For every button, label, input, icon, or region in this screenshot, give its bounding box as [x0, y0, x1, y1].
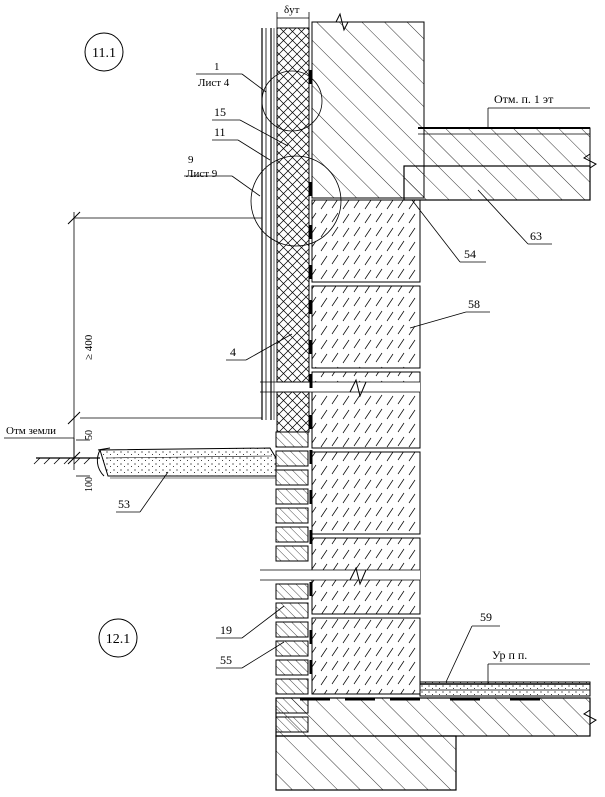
brick [275, 526, 309, 543]
callout-53: 53 [116, 471, 169, 513]
blind-area [33, 447, 277, 479]
dim-insulation-label: δут [284, 4, 300, 16]
label-4: 4 [230, 345, 236, 359]
brick [275, 678, 309, 695]
callout-59: 59 [445, 610, 500, 683]
label-58: 58 [468, 297, 480, 311]
callout-ref1: 1 Лист 4 [196, 61, 267, 93]
ref9-sheet: Лист 9 [186, 168, 218, 180]
label-53: 53 [118, 497, 130, 511]
label-54: 54 [464, 247, 476, 261]
section-lower-label: 12.1 [106, 632, 131, 647]
dim-blind-area: 50 [84, 430, 95, 440]
dim-insulation: δут [276, 4, 310, 28]
callout-63: 63 [477, 189, 552, 245]
label-63: 63 [530, 229, 542, 243]
brick [275, 469, 309, 486]
callout-ref9: 9 Лист 9 [184, 154, 261, 197]
footing [275, 697, 597, 791]
brick [275, 640, 309, 657]
label-11: 11 [214, 125, 226, 139]
callout-54: 54 [411, 199, 486, 263]
brick [275, 488, 309, 505]
first-floor-level-label: Отм. п. 1 эт [494, 92, 554, 106]
detail-circle-1 [261, 70, 323, 132]
ground-level-marker: Отм земли [4, 425, 75, 458]
brick-plinth [275, 431, 309, 733]
callout-15: 15 [212, 105, 289, 147]
label-55: 55 [220, 653, 232, 667]
section-marker-upper: 11.1 [84, 32, 124, 72]
brick [275, 602, 309, 619]
section-marker-lower: 12.1 [98, 618, 138, 658]
section-upper-label: 11.1 [92, 46, 116, 61]
first-floor-level-marker: Отм. п. 1 эт [487, 92, 590, 128]
label-15: 15 [214, 105, 226, 119]
callout-58: 58 [409, 297, 490, 329]
ref9-number: 9 [188, 154, 194, 166]
dim-height: ≥ 400 50 100 [67, 211, 262, 492]
ref1-number: 1 [214, 61, 220, 73]
dim-min-height: ≥ 400 [83, 334, 95, 360]
basement-level-marker: Ур п п. [487, 648, 590, 684]
brick [275, 545, 309, 562]
insulation-layer [261, 27, 313, 674]
basement-floor [419, 660, 591, 697]
brick [275, 583, 309, 600]
brick [275, 450, 309, 467]
detail-circle-9 [250, 155, 342, 247]
brick [275, 659, 309, 676]
dim-gravel: 100 [84, 477, 95, 492]
basement-level-label: Ур п п. [492, 648, 527, 662]
label-59: 59 [480, 610, 492, 624]
callout-4: 4 [226, 333, 293, 361]
upper-wall [311, 12, 425, 199]
callout-19: 19 [216, 605, 285, 639]
label-19: 19 [220, 623, 232, 637]
ground-level-label: Отм земли [6, 425, 56, 437]
brick [275, 431, 309, 448]
callout-11: 11 [212, 125, 271, 161]
brick [275, 621, 309, 638]
floor-slab [403, 127, 597, 201]
callout-55: 55 [216, 641, 285, 669]
foundation-blocks [260, 199, 421, 695]
brick [275, 507, 309, 524]
ref1-sheet: Лист 4 [198, 77, 230, 89]
